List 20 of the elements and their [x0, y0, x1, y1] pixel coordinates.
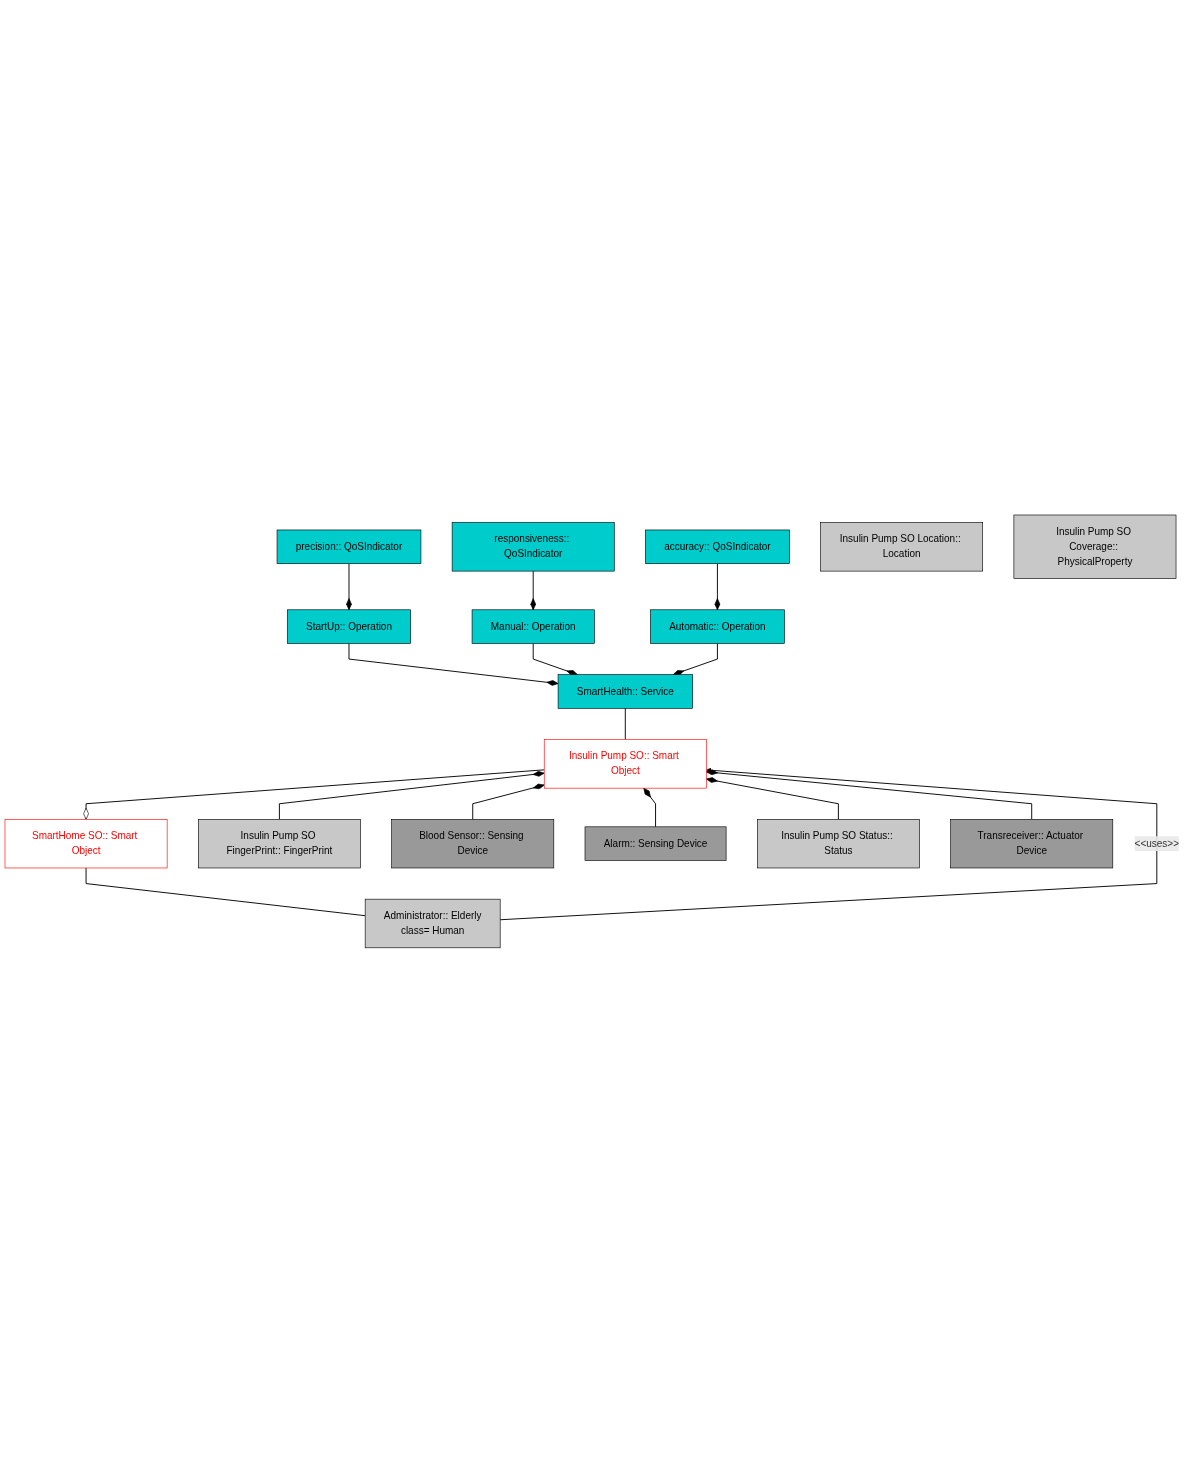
node-box: SmartHealth:: Service	[557, 674, 693, 709]
node-box: Alarm:: Sensing Device	[584, 826, 727, 861]
node-box: Automatic:: Operation	[650, 609, 785, 644]
node-box: Blood Sensor:: Sensing Device	[391, 819, 555, 869]
node-box: Manual:: Operation	[471, 609, 595, 644]
edge-label: <<uses>>	[1134, 838, 1180, 849]
node-box: precision:: QoSIndicator	[276, 529, 422, 565]
node-box: SmartHome SO:: Smart Object	[4, 819, 168, 869]
node-box: StartUp:: Operation	[287, 609, 411, 644]
node-box: Insulin Pump SO Status:: Status	[757, 819, 920, 869]
node-box: Transreceiver:: Actuator Device	[950, 819, 1114, 869]
node-box: accuracy:: QoSIndicator	[645, 529, 790, 565]
node-box: Insulin Pump SO FingerPrint:: FingerPrint	[198, 819, 361, 869]
node-box: Insulin Pump SO:: Smart Object	[543, 739, 707, 789]
node-box: Insulin Pump SO Coverage:: PhysicalProperty	[1013, 514, 1177, 579]
node-box: responsiveness:: QoSIndicator	[451, 522, 615, 572]
node-box: Administrator:: Elderly class= Human	[364, 898, 501, 949]
connector	[85, 867, 366, 917]
node-box: Insulin Pump SO Location:: Location	[820, 522, 983, 572]
connector	[624, 707, 626, 741]
